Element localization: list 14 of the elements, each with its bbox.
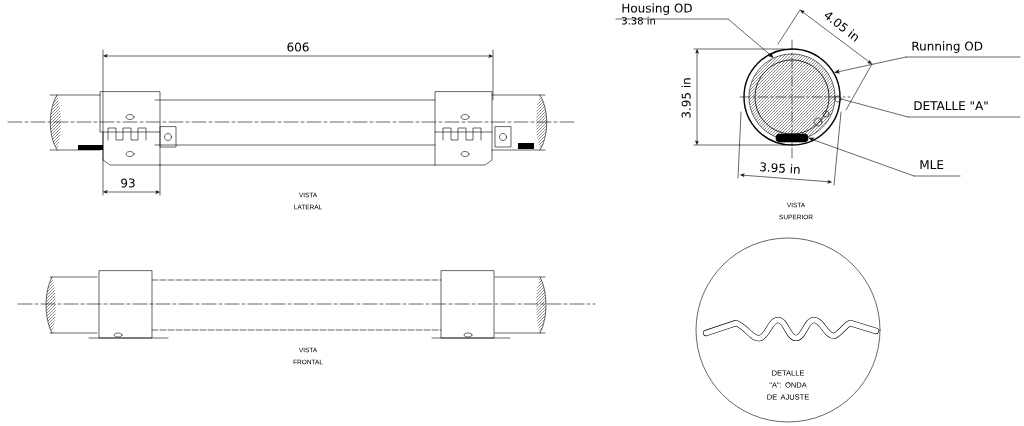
callout-label: Running OD (905, 41, 1021, 58)
callout-label: DETALLE "A" (907, 101, 1021, 118)
callout-label: Housing OD 3.38 in (615, 3, 729, 25)
leader-line (727, 18, 774, 58)
dimension-text: 3.95 in (681, 78, 691, 118)
dimension-text: 93 (121, 178, 135, 188)
leader-line (841, 98, 909, 118)
dimension-text: 3.95 in (759, 162, 800, 174)
dimension-text: 4.05 in (824, 12, 859, 42)
detail-spot (834, 95, 842, 103)
dimension-text: 606 (287, 42, 309, 52)
callout-label: MLE (913, 160, 961, 177)
leader-line (834, 56, 907, 74)
leader-line (808, 137, 915, 177)
